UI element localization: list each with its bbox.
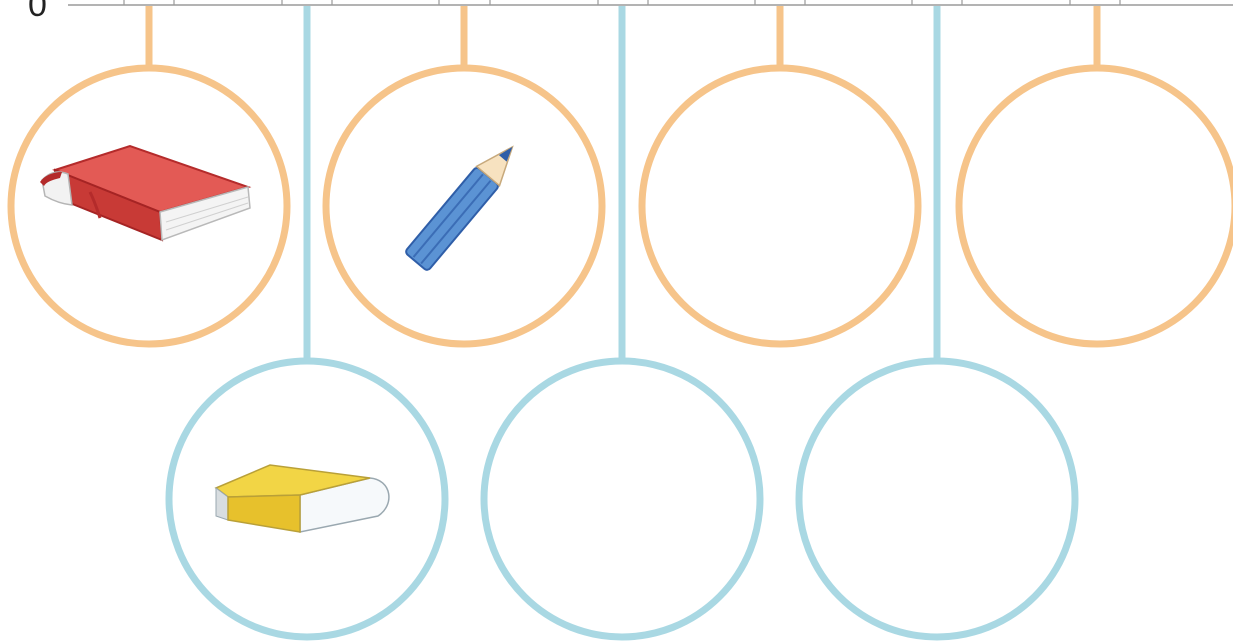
bottom-circle-2 xyxy=(484,361,760,637)
zero-label: 0 xyxy=(28,0,47,24)
bottom-circle-3 xyxy=(799,361,1075,637)
top-circle-4 xyxy=(959,68,1233,344)
top-circle-3 xyxy=(642,68,918,344)
number-line: 0 xyxy=(28,0,1233,24)
